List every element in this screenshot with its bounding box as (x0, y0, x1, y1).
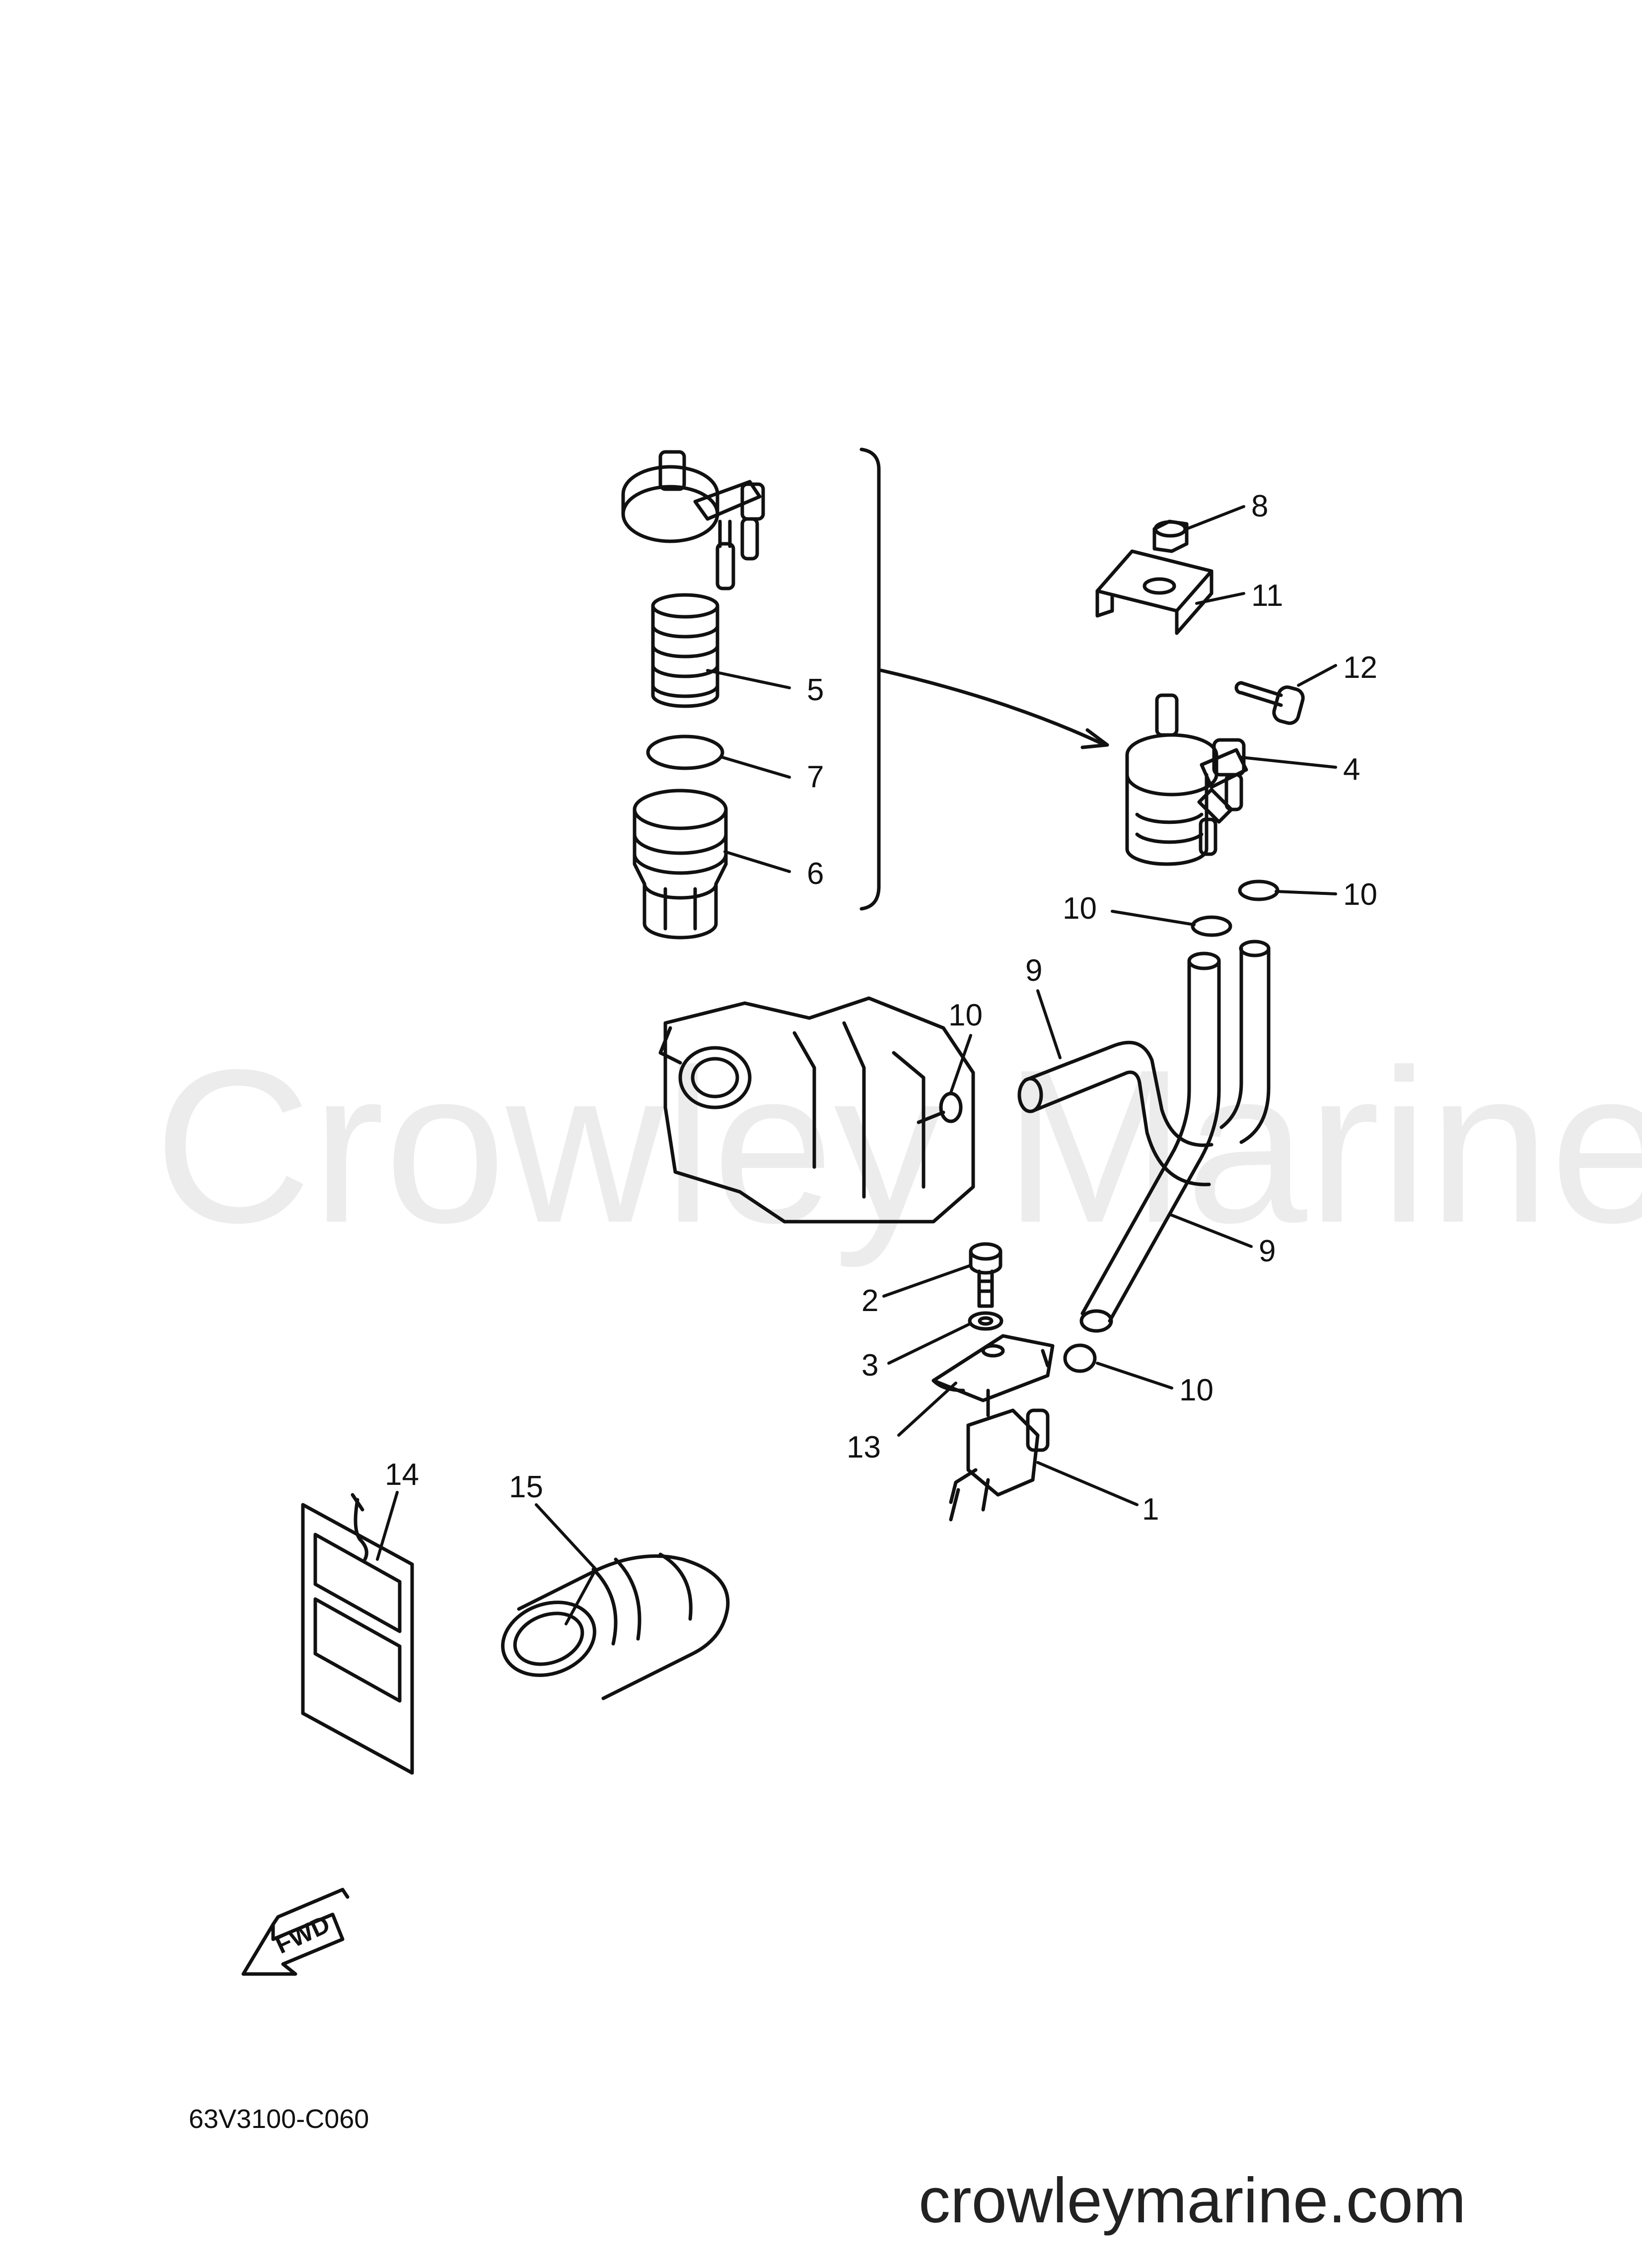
washer-part (968, 1311, 1003, 1331)
leader-line-15 (535, 1503, 597, 1571)
exploded-view-bracket (859, 447, 881, 911)
callout-4: 4 (1343, 752, 1360, 787)
callout-10a: 10 (1343, 878, 1377, 912)
leader-line-11 (1195, 592, 1245, 605)
callout-13: 13 (847, 1430, 881, 1464)
nut-part (1152, 519, 1189, 553)
callout-10b: 10 (1063, 891, 1097, 926)
bolt-small-part (969, 1242, 1002, 1308)
leader-line-4 (1240, 756, 1337, 769)
tag-label-part (301, 1493, 414, 1775)
callout-7: 7 (807, 760, 824, 794)
callout-10d: 10 (1179, 1373, 1214, 1407)
leader-line-10b (1111, 910, 1196, 926)
fwd-arrow-icon: FWD (241, 1888, 350, 1976)
leader-line-14 (376, 1491, 399, 1561)
callout-15: 15 (509, 1470, 543, 1504)
callout-6: 6 (807, 857, 824, 891)
o-ring-exploded (646, 734, 724, 770)
callout-11: 11 (1251, 579, 1283, 613)
filter-cup-exploded (633, 789, 728, 940)
hose-clamp-upper-left (1191, 915, 1232, 937)
filter-head-exploded (621, 450, 765, 590)
callout-9b: 9 (1259, 1234, 1276, 1268)
callout-8: 8 (1251, 489, 1268, 523)
bracket-part (1095, 549, 1214, 635)
leader-line-9a (1036, 989, 1062, 1059)
leader-line-5 (706, 669, 791, 689)
leader-line-13 (897, 1382, 957, 1437)
hose-clamp-lower (1063, 1343, 1097, 1373)
watermark-text: Crowley Marine (154, 1024, 1642, 1269)
callout-3: 3 (861, 1348, 878, 1383)
leader-line-2 (882, 1264, 972, 1298)
callout-12: 12 (1343, 651, 1377, 685)
callout-5: 5 (807, 673, 824, 707)
callout-9a: 9 (1025, 953, 1042, 988)
leader-line-12 (1297, 664, 1337, 687)
fuel-filter-assembly (1125, 693, 1248, 866)
leader-line-8 (1185, 505, 1245, 530)
carburetor-outline (658, 996, 975, 1224)
fuel-joint-part (949, 1389, 1050, 1522)
callout-14: 14 (385, 1458, 419, 1492)
bolt-part (1234, 681, 1305, 725)
leader-line-6 (723, 850, 791, 873)
diagram-code: 63V3100-C060 (189, 2104, 369, 2134)
leader-line-7 (721, 756, 791, 779)
hose-clamp-upper-right (1238, 879, 1280, 901)
callout-10c: 10 (948, 998, 983, 1032)
footer-url: crowleymarine.com (919, 2165, 1466, 2236)
callout-1: 1 (1142, 1492, 1159, 1527)
leader-line-10d (1096, 1362, 1173, 1390)
leader-line-3 (887, 1322, 972, 1365)
callout-2: 2 (861, 1284, 878, 1318)
leader-line-10c (949, 1034, 972, 1094)
leader-line-10a (1275, 890, 1337, 895)
leader-line-9b (1168, 1213, 1253, 1248)
assembly-pointer-line (879, 668, 1107, 747)
intake-boot-part (501, 1552, 730, 1700)
fuel-hose-lower (1079, 940, 1271, 1333)
leader-line-1 (1036, 1461, 1139, 1506)
assembly-pointer-arrowhead (1080, 728, 1109, 749)
bracket-plate-part (931, 1334, 1055, 1402)
leader-line-15b (565, 1568, 597, 1625)
filter-element-exploded (651, 593, 719, 708)
